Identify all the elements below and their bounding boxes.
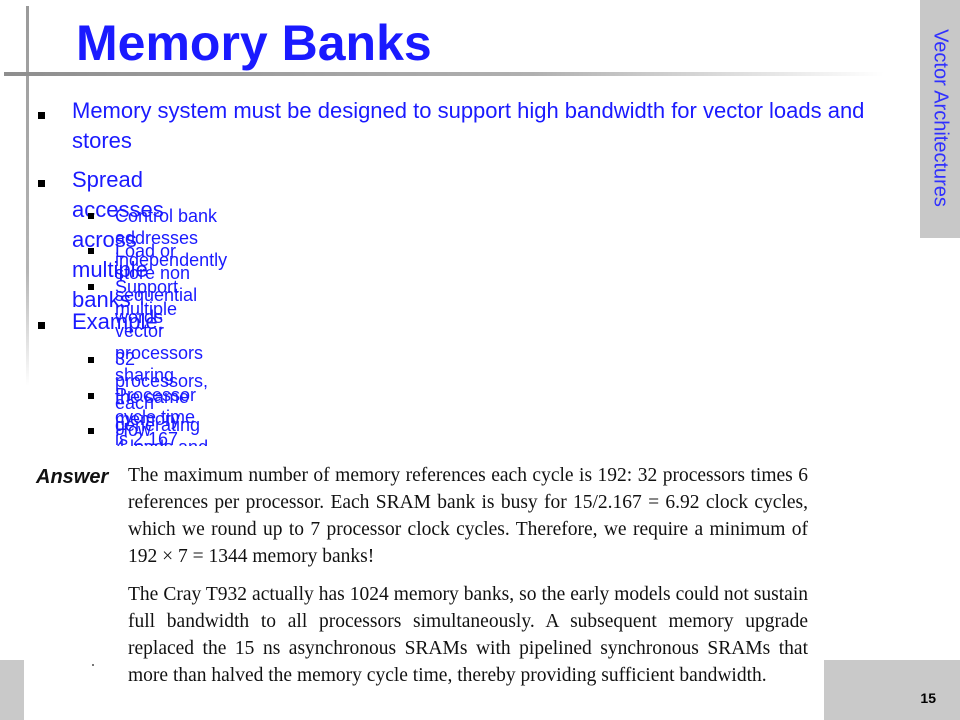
bullet-square-icon	[38, 112, 45, 119]
bullet-square-icon	[38, 180, 45, 187]
bullet-square-icon	[88, 248, 94, 254]
bullet-square-icon	[88, 428, 94, 434]
bullet-item: Memory system must be designed to suppor…	[72, 98, 865, 153]
answer-paragraph: The Cray T932 actually has 1024 memory b…	[128, 584, 808, 686]
answer-excerpt: Answer The maximum number of memory refe…	[24, 446, 824, 720]
bullet-square-icon	[88, 393, 94, 399]
side-tab: Vector Architectures	[920, 0, 960, 238]
answer-text: The maximum number of memory references …	[128, 462, 808, 700]
bullet-square-icon	[88, 213, 94, 219]
answer-label: Answer	[36, 466, 109, 488]
bullet-item: Support multiple vector processors shari…	[115, 277, 204, 429]
slide-title: Memory Banks	[76, 15, 432, 71]
bullet-square-icon	[38, 322, 45, 329]
frame-vertical-line	[26, 6, 29, 386]
bullet-item: Load or store non sequential words	[115, 241, 198, 327]
bullet-item: Spread accesses across multiple banks	[72, 167, 164, 312]
frame-horizontal-line	[4, 72, 884, 76]
page-number: 15	[920, 690, 936, 706]
bullet-square-icon	[88, 284, 94, 290]
bullet-square-icon	[88, 357, 94, 363]
side-tab-label: Vector Architectures	[929, 29, 952, 207]
answer-paragraph: The maximum number of memory references …	[128, 465, 808, 567]
bullet-item: Example:	[72, 309, 164, 334]
bullet-item: Control bank addresses independently	[115, 206, 228, 270]
scan-dot	[92, 664, 94, 666]
